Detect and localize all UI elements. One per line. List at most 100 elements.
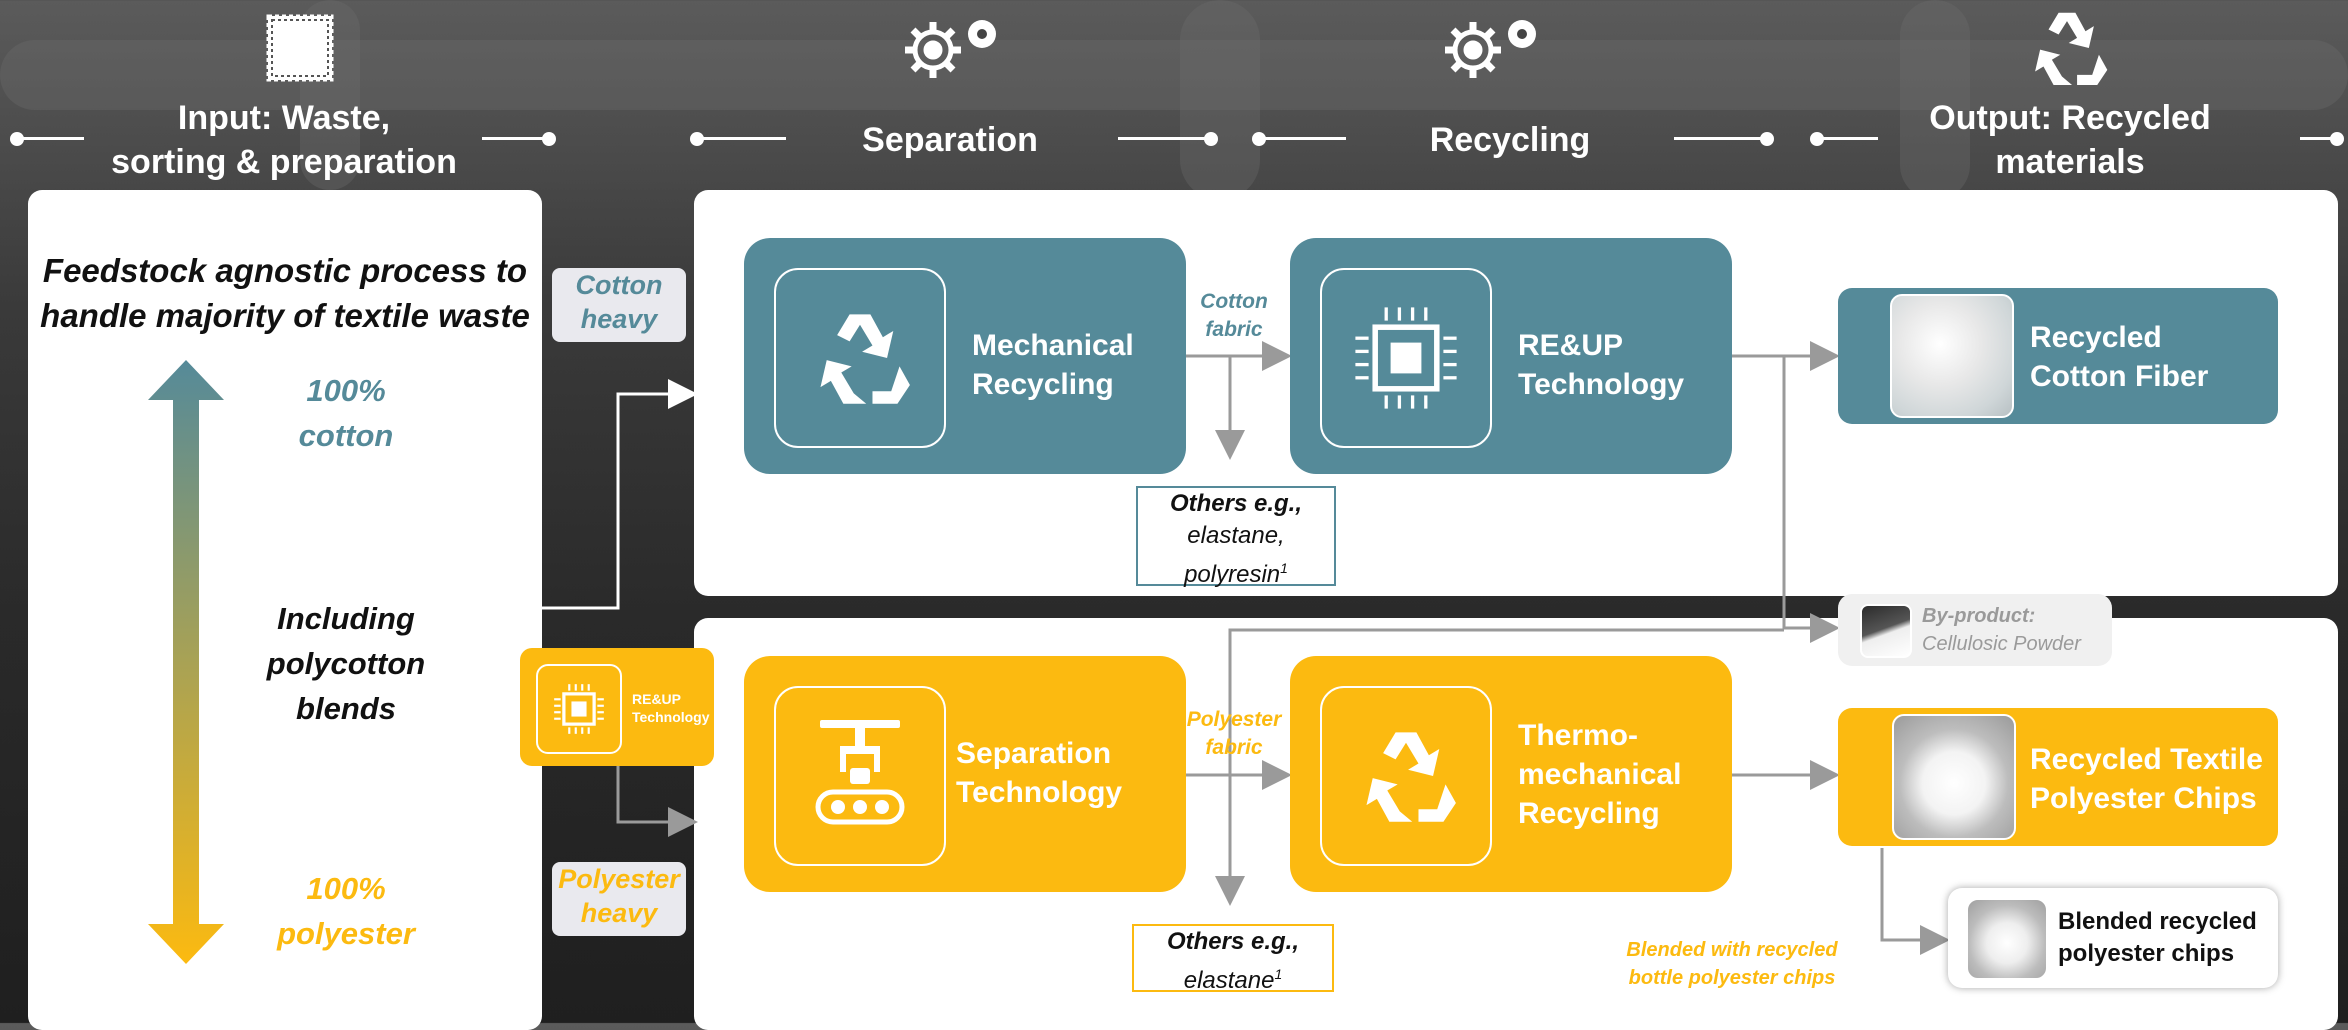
timeline-dot <box>1810 132 1824 146</box>
output-label-line: Recycled Textile <box>2030 743 2263 776</box>
footnote-marker: 1 <box>1280 560 1288 576</box>
timeline-line <box>700 137 786 140</box>
mechanical-recycling-box: Mechanical Recycling <box>744 238 1186 474</box>
timeline-line <box>1820 137 1878 140</box>
background-pipe <box>0 40 2348 110</box>
stage-title-output: Output: Recycled materials <box>1880 96 2260 184</box>
chip-icon <box>536 664 622 754</box>
byproduct-cellulosic-powder: By-product: Cellulosic Powder <box>1838 594 2112 666</box>
chip-icon <box>1320 268 1492 448</box>
arrow-label-polyester-fabric: Polyester fabric <box>1176 706 1292 762</box>
stage-title-line: materials <box>1995 143 2145 181</box>
cellulosic-powder-photo <box>1860 604 1912 658</box>
recycle-icon <box>774 268 946 448</box>
timeline-line <box>482 137 550 140</box>
reup-technology-label: RE&UP Technology <box>1518 326 1684 404</box>
byproduct-line: Cellulosic Powder <box>1922 633 2081 655</box>
output-label: Recycled Cotton Fiber <box>2030 318 2208 396</box>
others-line: polyresin1 <box>1138 552 1334 591</box>
others-line: Others e.g., <box>1169 490 1303 517</box>
stage-title-recycling: Recycling <box>1350 118 1670 162</box>
stage-title-line: Output: Recycled <box>1929 99 2211 137</box>
blend-note-line: bottle polyester chips <box>1628 967 1836 989</box>
timeline-dot <box>1204 132 1218 146</box>
recycle-icon <box>2035 12 2108 85</box>
stage-title-line: sorting & preparation <box>111 143 457 181</box>
feedstock-title: Feedstock agnostic process to handle maj… <box>28 248 542 338</box>
output-label-line: Recycled <box>2030 321 2162 354</box>
tag-cotton-heavy: Cotton heavy <box>552 268 686 342</box>
output-recycled-polyester-chips: Recycled Textile Polyester Chips <box>1838 708 2278 846</box>
background-pipe <box>1900 0 1970 200</box>
stage-title-line: Separation <box>862 121 1038 159</box>
polyester-chips-photo <box>1892 714 2016 840</box>
tag-line: Polyester <box>558 864 680 894</box>
timeline-dot <box>10 132 24 146</box>
arrow-label-line: Polyester <box>1186 708 1282 731</box>
gradient-double-arrow <box>148 360 224 964</box>
mechanical-recycling-label: Mechanical Recycling <box>972 326 1134 404</box>
timeline-line <box>1674 137 1768 140</box>
blended-label-line: Blended recycled <box>2058 908 2257 935</box>
label-line: polyester <box>277 916 415 951</box>
thermo-mechanical-recycling-box: Thermo- mechanical Recycling <box>1290 656 1732 892</box>
blended-label-line: polyester chips <box>2058 940 2235 967</box>
feedstock-panel: Feedstock agnostic process to handle maj… <box>28 190 542 1030</box>
timeline-dot <box>690 132 704 146</box>
label-line: polycotton <box>266 646 426 681</box>
timeline-line <box>1262 137 1346 140</box>
byproduct-label: By-product: Cellulosic Powder <box>1922 602 2081 658</box>
stage-title-separation: Separation <box>790 118 1110 162</box>
byproduct-line: By-product: <box>1922 605 2036 627</box>
timeline-line <box>20 137 84 140</box>
blend-note-line: Blended with recycled <box>1626 939 1838 961</box>
box-label-line: Separation <box>956 737 1112 770</box>
box-label-line: RE&UP <box>1518 329 1624 362</box>
feedstock-title-line: Feedstock agnostic process to <box>42 252 528 289</box>
stage-title-input: Input: Waste, sorting & preparation <box>84 96 484 184</box>
tag-line: heavy <box>580 898 658 928</box>
tag-line: heavy <box>580 304 658 334</box>
reup-technology-box: RE&UP Technology <box>1290 238 1732 474</box>
label-line: Including <box>277 601 415 636</box>
timeline-dot <box>1252 132 1266 146</box>
box-label-line: Recycling <box>1518 797 1660 830</box>
timeline-line <box>2300 137 2340 140</box>
thermo-mechanical-recycling-label: Thermo- mechanical Recycling <box>1518 716 1681 833</box>
box-label-line: mechanical <box>1518 758 1682 791</box>
label-line: blends <box>296 691 396 726</box>
recycle-icon <box>1320 686 1492 866</box>
timeline-dot <box>2330 132 2344 146</box>
reup-technology-small-box: RE&UP Technology <box>520 648 714 766</box>
separation-technology-box: Separation Technology <box>744 656 1186 892</box>
label-polycotton-blends: Including polycotton blends <box>226 596 466 731</box>
separation-technology-label: Separation Technology <box>956 734 1122 812</box>
others-cotton-box: Others e.g., elastane, polyresin1 <box>1136 486 1336 588</box>
reup-small-line: RE&UP <box>632 691 682 707</box>
output-blended-polyester-chips: Blended recycled polyester chips <box>1948 888 2278 988</box>
robot-arm-conveyor-icon <box>774 686 946 866</box>
others-polyester-box: Others e.g., elastane1 <box>1132 924 1334 994</box>
arrow-label-cotton-fabric: Cotton fabric <box>1184 288 1284 344</box>
box-label-line: Thermo- <box>1518 719 1638 752</box>
others-line: elastane, <box>1187 522 1285 549</box>
blended-chips-photo <box>1966 898 2048 980</box>
timeline-dot <box>542 132 556 146</box>
reup-small-label: RE&UP Technology <box>632 690 710 726</box>
output-label-line: Cotton Fiber <box>2030 360 2209 393</box>
output-label: Recycled Textile Polyester Chips <box>2030 740 2263 818</box>
arrow-label-line: Cotton <box>1200 290 1268 313</box>
stage-title-line: Recycling <box>1429 121 1591 159</box>
box-label-line: Technology <box>956 776 1123 809</box>
label-100-cotton: 100% cotton <box>246 368 446 458</box>
others-text: polyresin <box>1184 561 1281 588</box>
label-line: 100% <box>306 373 386 408</box>
footnote-marker: 1 <box>1274 966 1283 982</box>
others-line: Others e.g., <box>1166 928 1300 955</box>
output-label-line: Polyester Chips <box>2030 782 2257 815</box>
blended-label: Blended recycled polyester chips <box>2058 906 2257 970</box>
arrow-label-line: fabric <box>1205 736 1263 759</box>
box-label-line: Mechanical <box>972 329 1134 362</box>
fabric-swatch-icon <box>266 14 334 82</box>
